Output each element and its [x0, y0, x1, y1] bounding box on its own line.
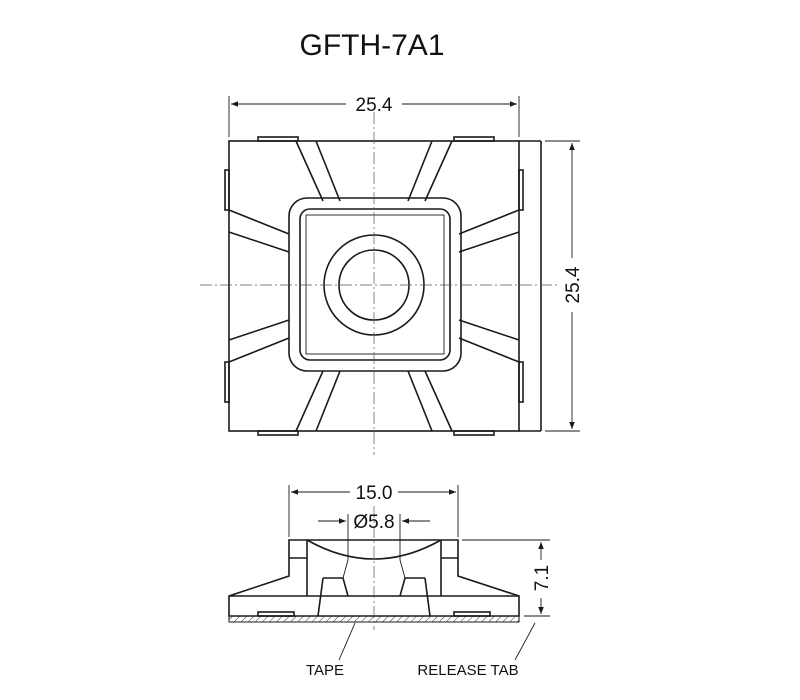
- side-view: 15.0 Ø5.8 7.1: [228, 483, 553, 661]
- drawing-title: GFTH-7A1: [299, 29, 444, 62]
- callout-tape: TAPE: [306, 662, 344, 679]
- dim-top-height: 25.4: [563, 266, 584, 303]
- dim-side-width: 15.0: [356, 483, 393, 504]
- callout-release-tab: RELEASE TAB: [417, 662, 518, 679]
- dim-side-height: 7.1: [532, 565, 553, 591]
- dim-top-width: 25.4: [356, 95, 393, 116]
- dim-hole-diameter: Ø5.8: [353, 512, 394, 533]
- top-view: 25.4 25.4: [200, 95, 584, 455]
